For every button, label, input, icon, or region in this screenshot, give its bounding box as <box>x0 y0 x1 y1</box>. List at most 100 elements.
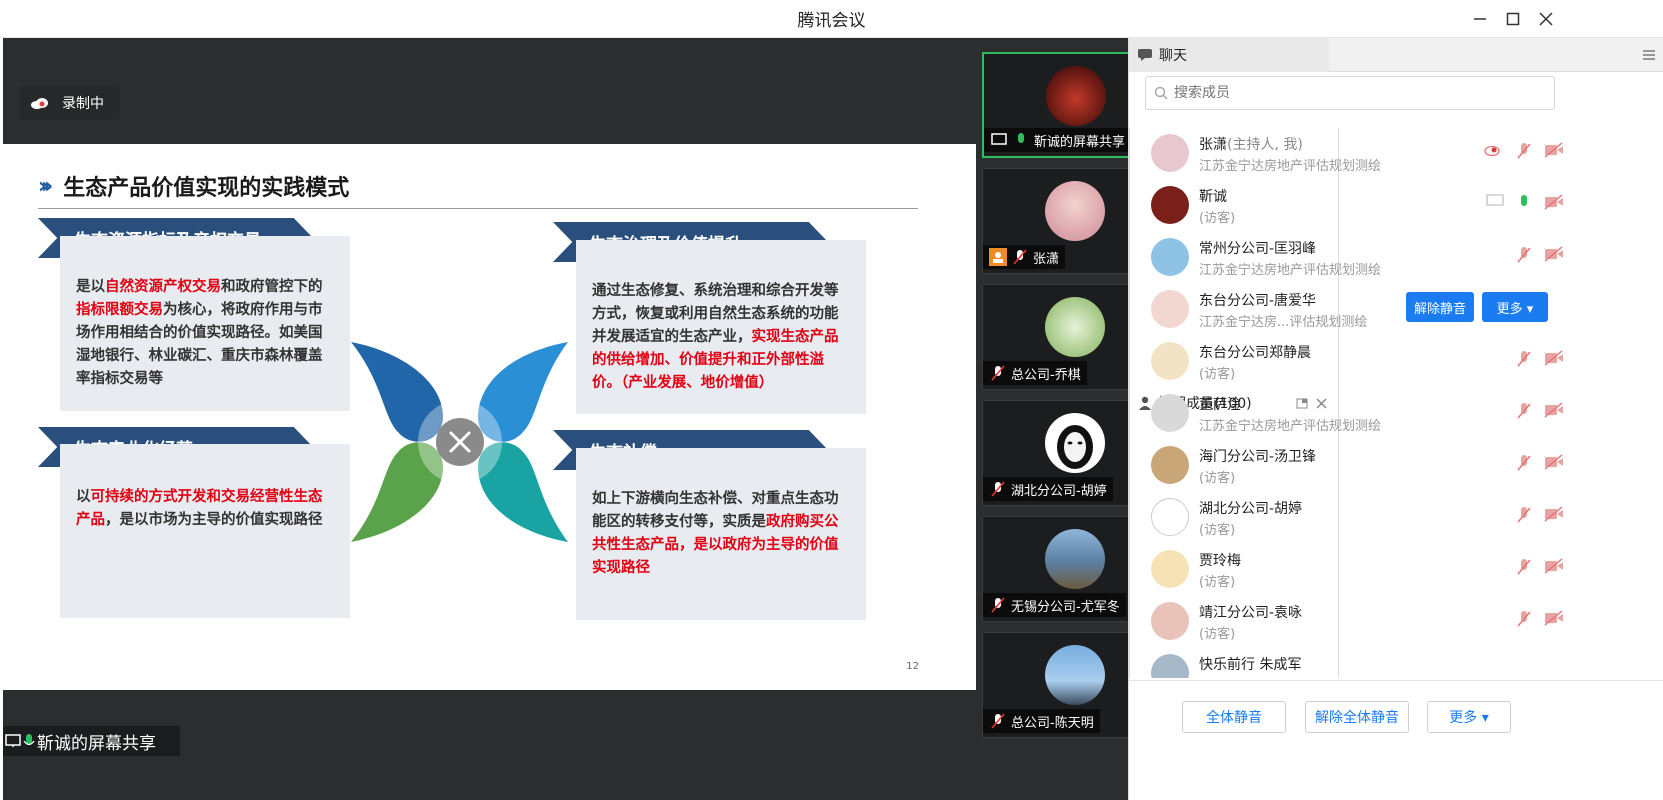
video-gallery: 靳诚的屏幕共享 张潇 总公司-乔棋 湖北分公司-胡婷 <box>976 38 1168 800</box>
section-text: 如上下游横向生态补偿、对重点生态功能区的转移支付等，实质是 <box>592 491 839 530</box>
member-name: 常州分公司-匡羽峰 <box>1199 241 1317 257</box>
camera-off-icon[interactable] <box>1544 194 1564 212</box>
camera-off-icon[interactable] <box>1544 402 1564 420</box>
close-panel-icon[interactable] <box>1316 398 1327 409</box>
member-name: 海门分公司-汤卫锋 <box>1199 449 1317 465</box>
screen-share-caption: 靳诚的屏幕共享 <box>3 726 180 756</box>
member-actions <box>1516 402 1564 420</box>
mic-on-icon[interactable] <box>1516 194 1532 212</box>
unmute-button[interactable]: 解除静音 <box>1406 292 1474 322</box>
window-title: 腾讯会议 <box>797 11 866 31</box>
section-text: 可持续的方式开发和交易经营性生态产品 <box>76 489 323 528</box>
panel-menu-icon[interactable] <box>1639 38 1659 72</box>
mic-muted-icon[interactable] <box>1516 558 1532 576</box>
camera-off-icon[interactable] <box>1544 454 1564 472</box>
mic-muted-icon <box>989 712 1007 730</box>
member-name: 东台分公司-唐爱华 <box>1199 293 1317 309</box>
member-name: 张潇 <box>1199 137 1227 153</box>
tab-chat[interactable]: 聊天 <box>1129 38 1329 72</box>
maximize-icon[interactable] <box>1493 0 1533 38</box>
member-row[interactable]: 海门分公司-汤卫锋 (访客) <box>1129 440 1564 492</box>
member-row[interactable]: 靳诚(访客) <box>1129 180 1564 232</box>
member-row[interactable]: 湖北分公司-胡婷(访客) <box>1129 492 1564 544</box>
search-members[interactable] <box>1145 76 1555 110</box>
more-button[interactable]: 更多 ▾ <box>1427 701 1511 733</box>
popout-icon[interactable] <box>1296 397 1308 409</box>
tools-icon <box>449 431 471 453</box>
avatar <box>1045 297 1105 357</box>
member-name: 东台分公司郑静晨 <box>1199 345 1311 361</box>
mic-muted-icon[interactable] <box>1516 402 1532 420</box>
member-role: (主持人, 我) <box>1227 137 1303 153</box>
member-org: (访客) <box>1199 627 1236 642</box>
camera-off-icon[interactable] <box>1544 350 1564 368</box>
tile-label: 总公司-陈天明 <box>983 709 1100 733</box>
screen-share-icon <box>5 734 21 748</box>
camera-off-icon[interactable] <box>1544 506 1564 524</box>
search-input[interactable] <box>1174 85 1534 101</box>
member-row[interactable]: 靖江分公司-袁咏 (访客) <box>1129 596 1564 648</box>
mute-all-button[interactable]: 全体静音 <box>1182 701 1286 733</box>
section-card: 如上下游横向生态补偿、对重点生态功能区的转移支付等，实质是政府购买公共性生态产品… <box>576 448 866 620</box>
section-text: 自然资源产权交易 <box>105 279 221 295</box>
member-row[interactable]: 贾玲梅(访客) <box>1129 544 1564 596</box>
member-row[interactable]: 常州分公司-匡羽峰江苏金宁达房地产评估规划测绘 <box>1129 232 1564 284</box>
unmute-all-button[interactable]: 解除全体静音 <box>1305 701 1409 733</box>
chat-icon <box>1137 48 1153 62</box>
mic-muted-icon[interactable] <box>1516 142 1532 160</box>
recording-badge[interactable]: 录制中 <box>20 86 120 120</box>
avatar <box>1045 413 1105 473</box>
section-text: ，是以市场为主导的价值实现路径 <box>105 512 323 528</box>
avatar <box>1151 498 1189 536</box>
section-text: 指标限额交易 <box>76 302 163 318</box>
camera-off-icon[interactable] <box>1544 246 1564 264</box>
slide-header: ››› 生态产品价值实现的实践模式 <box>38 164 918 209</box>
member-org: 江苏金宁达房地产评估规划测绘 <box>1199 263 1382 278</box>
member-org: 江苏金宁达房地产评估规划测绘 <box>1199 159 1382 174</box>
member-name-line: 东台分公司郑静晨 <box>1199 342 1311 362</box>
tile-label: 湖北分公司-胡婷 <box>983 477 1113 501</box>
minimize-icon[interactable] <box>1460 0 1500 38</box>
member-row[interactable]: 东台分公司-唐爱华江苏金宁达房...评估规划测绘解除静音更多 ▾ <box>1129 284 1564 336</box>
member-org: (访客) <box>1199 471 1236 486</box>
avatar <box>1045 529 1105 589</box>
member-list: 张潇(主持人, 我)江苏金宁达房地产评估规划测绘靳诚(访客)常州分公司-匡羽峰江… <box>1129 128 1564 678</box>
member-org: (访客) <box>1199 211 1236 226</box>
tile-name: 张潇 <box>1033 251 1060 267</box>
member-actions <box>1516 246 1564 264</box>
member-actions <box>1484 142 1564 160</box>
member-more-button[interactable]: 更多 ▾ <box>1482 292 1548 322</box>
member-org: (访客) <box>1199 367 1236 382</box>
member-name: 董萨淦 <box>1199 397 1241 413</box>
member-row[interactable]: 董萨淦江苏金宁达房地产评估规划测绘 <box>1129 388 1564 440</box>
camera-off-icon[interactable] <box>1544 142 1564 160</box>
member-name-line: 东台分公司-唐爱华 <box>1199 290 1316 310</box>
mic-muted-icon[interactable] <box>1516 610 1532 628</box>
screen-share-icon <box>1486 194 1504 212</box>
member-name: 靖江分公司-袁咏 <box>1199 605 1303 621</box>
mic-muted-icon[interactable] <box>1516 350 1532 368</box>
member-name: 贾玲梅 <box>1199 553 1241 569</box>
member-org: (访客) <box>1199 523 1236 538</box>
avatar <box>1151 550 1189 588</box>
mic-muted-icon <box>989 596 1007 614</box>
share-caption-text: 靳诚的屏幕共享 <box>37 733 156 754</box>
mic-muted-icon <box>989 480 1007 498</box>
cloud-record-icon <box>30 97 50 109</box>
avatar <box>1151 446 1189 484</box>
camera-off-icon[interactable] <box>1544 558 1564 576</box>
close-icon[interactable] <box>1526 0 1566 38</box>
search-icon <box>1154 86 1168 100</box>
mic-muted-icon[interactable] <box>1516 454 1532 472</box>
member-name-line: 张潇(主持人, 我) <box>1199 134 1303 154</box>
mic-muted-icon[interactable] <box>1516 246 1532 264</box>
member-name-line: 靖江分公司-袁咏 <box>1199 602 1302 622</box>
member-row[interactable]: 张潇(主持人, 我) 江苏金宁达房地产评估规划测绘 <box>1129 128 1564 180</box>
member-row[interactable]: 东台分公司郑静晨 (访客) <box>1129 336 1564 388</box>
member-name-line: 贾玲梅 <box>1199 550 1241 570</box>
member-row[interactable]: 快乐前行 朱成军 <box>1129 648 1564 678</box>
mic-muted-icon[interactable] <box>1516 506 1532 524</box>
mic-on-icon <box>23 733 35 749</box>
camera-off-icon[interactable] <box>1544 610 1564 628</box>
avatar <box>1151 394 1189 432</box>
